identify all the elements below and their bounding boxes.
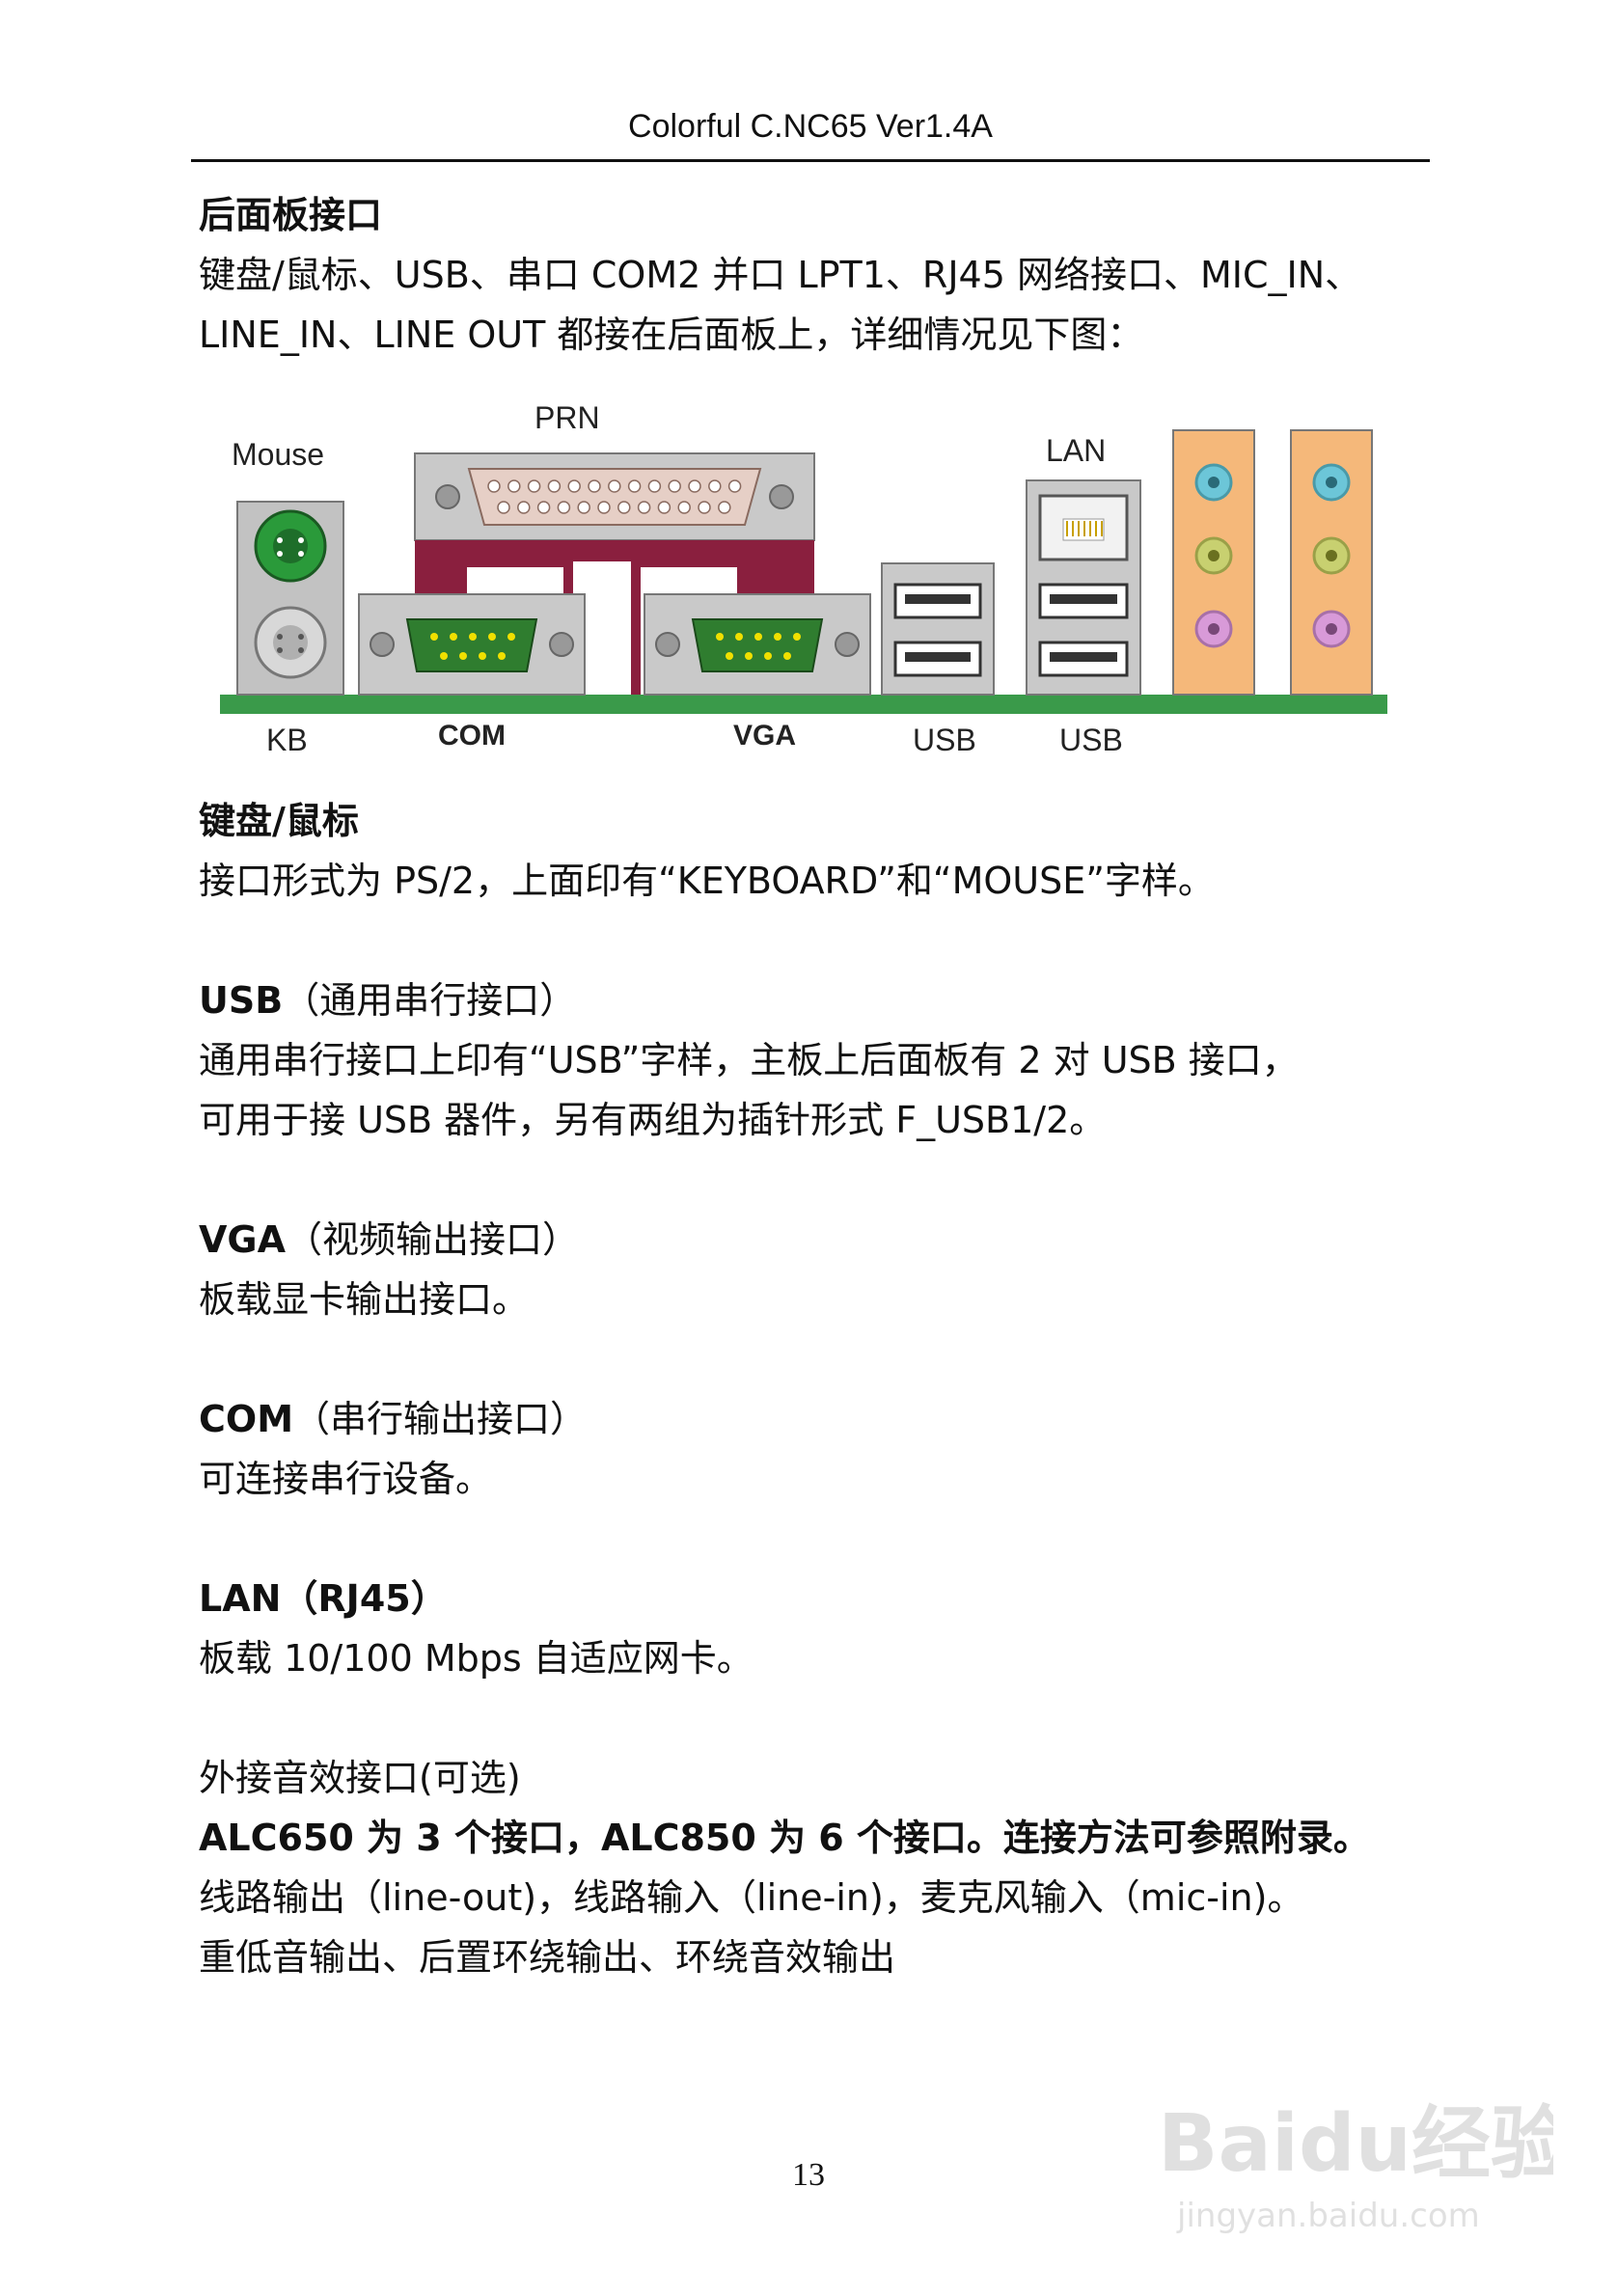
paragraph-line: 重低音输出、后置环绕输出、环绕音效输出 (199, 1936, 896, 1979)
section-heading: 外接音效接口(可选) (199, 1757, 521, 1799)
audio-panel-1 (1172, 429, 1255, 696)
prn-pin (597, 501, 611, 514)
prn-pin (727, 479, 742, 493)
paragraph-line-bold: ALC650 为 3 个接口，ALC850 为 6 个接口。连接方法可参照附录。 (199, 1817, 1370, 1859)
label-vga: VGA (733, 720, 796, 752)
prn-pin (507, 479, 521, 493)
label-usb-1: USB (913, 723, 976, 757)
prn-pin (608, 479, 621, 493)
ps2-mouse-port (254, 509, 327, 583)
prn-pins (487, 479, 742, 514)
prn-pin (657, 501, 671, 514)
prn-pin (668, 479, 681, 493)
paragraph-line: LINE_IN、LINE OUT 都接在后面板上，详细情况见下图： (199, 314, 1144, 356)
paragraph-line: 可连接串行设备。 (199, 1458, 493, 1500)
paragraph-line: 板载显卡输出接口。 (199, 1278, 530, 1321)
audio-panel-2 (1290, 429, 1373, 696)
paragraph-line: 线路输出（line-out)，线路输入（line-in)，麦克风输入（mic-i… (199, 1876, 1304, 1919)
prn-pin (588, 479, 601, 493)
prn-pin (497, 501, 510, 514)
label-usb-2: USB (1059, 723, 1123, 757)
ps2-stack (236, 501, 344, 696)
prn-pin (517, 501, 531, 514)
paragraph-line: 接口形式为 PS/2，上面印有“KEYBOARD”和“MOUSE”字样。 (199, 860, 1215, 902)
prn-pin (708, 479, 722, 493)
section-heading-suffix: （视频输出接口） (286, 1218, 580, 1261)
section-heading-row: VGA（视频输出接口） (199, 1210, 1443, 1270)
paragraph-line: 可用于接 USB 器件，另有两组为插针形式 F_USB1/2。 (199, 1099, 1107, 1141)
baidu-watermark: Baidu经验 jingyan.baidu.com (1158, 2098, 1553, 2235)
prn-pin (637, 501, 651, 514)
page-number: 13 (792, 2157, 825, 2193)
page-header: Colorful C.NC65 Ver1.4A (191, 108, 1430, 162)
ps2-keyboard-port (254, 606, 327, 679)
prn-pin (617, 501, 631, 514)
section-heading: 键盘/鼠标 (199, 800, 359, 842)
prn-pin (547, 479, 562, 493)
lan-usb-block (1026, 479, 1141, 696)
watermark-url: jingyan.baidu.com (1176, 2197, 1480, 2235)
section-heading-row: COM（串行输出接口） (199, 1389, 1443, 1449)
prn-pin (557, 501, 571, 514)
label-prn: PRN (534, 405, 600, 435)
prn-pin (688, 479, 701, 493)
prn-pin (698, 501, 711, 514)
lan-port (1038, 494, 1129, 561)
section-heading: USB (199, 979, 284, 1022)
prn-pin (567, 479, 581, 493)
document-body: 后面板接口 键盘/鼠标、USB、串口 COM2 并口 LPT1、RJ45 网络接… (199, 185, 1443, 1987)
prn-pin (527, 479, 541, 493)
prn-pin (577, 501, 590, 514)
paragraph-line: 键盘/鼠标、USB、串口 COM2 并口 LPT1、RJ45 网络接口、MIC_… (199, 254, 1362, 296)
label-mouse: Mouse (232, 437, 324, 472)
prn-pin (487, 479, 501, 493)
paragraph-line: 通用串行接口上印有“USB”字样，主板上后面板有 2 对 USB 接口， (199, 1039, 1299, 1081)
watermark-brand: Baidu经验 (1158, 2098, 1553, 2190)
prn-pin (718, 501, 731, 514)
prn-pin (677, 501, 691, 514)
section-heading: LAN（RJ45） (199, 1577, 448, 1620)
section-heading-suffix: （通用串行接口） (283, 979, 577, 1022)
usb-port-pair-1 (881, 562, 995, 696)
section-heading: COM (199, 1398, 294, 1440)
label-com: COM (438, 720, 506, 752)
label-lan: LAN (1046, 433, 1106, 468)
paragraph-line: 板载 10/100 Mbps 自适应网卡。 (199, 1637, 754, 1680)
prn-pin (647, 479, 662, 493)
section-heading: VGA (199, 1218, 287, 1261)
vga-port (644, 593, 871, 696)
section-heading-suffix: （串行输出接口） (293, 1398, 588, 1440)
rear-panel-diagram: Mouse PRN LAN KB COM VGA USB USB (220, 405, 1387, 757)
section-heading: 后面板接口 (199, 194, 383, 236)
label-kb: KB (266, 723, 308, 757)
com-port (358, 593, 586, 696)
board-strip (220, 695, 1387, 714)
section-heading-row: USB（通用串行接口） (199, 970, 1443, 1030)
prn-pin (536, 501, 551, 514)
prn-pin (627, 479, 642, 493)
